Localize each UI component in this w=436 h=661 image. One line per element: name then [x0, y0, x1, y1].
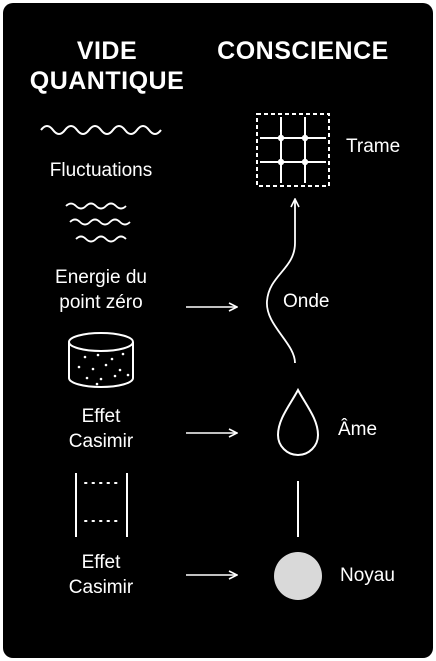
label-casimir-1-line-1: Effet	[81, 406, 121, 427]
diagram-card: VIDE QUANTIQUE CONSCIENCE Fluctuations E…	[3, 3, 433, 658]
title-vide-quantique: VIDE QUANTIQUE	[11, 36, 203, 96]
circle-icon	[274, 552, 322, 600]
label-effet-casimir-2: Effet Casimir	[6, 550, 196, 600]
parallel-plates-icon	[75, 473, 128, 537]
label-noyau: Noyau	[340, 565, 395, 586]
title-left-line-1: VIDE	[76, 37, 138, 65]
label-effet-casimir-1: Effet Casimir	[6, 404, 196, 454]
label-energie-line-2: point zéro	[59, 292, 143, 313]
cylinder-dots-icon	[68, 332, 134, 388]
label-fluctuations: Fluctuations	[6, 158, 196, 183]
label-casimir-2-line-2: Casimir	[68, 577, 134, 598]
grid-lattice-icon	[256, 113, 330, 187]
label-casimir-1-line-2: Casimir	[68, 431, 134, 452]
label-fluctuations-line-1: Fluctuations	[49, 160, 153, 181]
label-casimir-2-line-1: Effet	[81, 552, 121, 573]
single-wave-icon	[40, 125, 162, 135]
title-right-line: CONSCIENCE	[217, 37, 389, 65]
label-trame: Trame	[346, 136, 401, 157]
label-onde: Onde	[283, 291, 330, 312]
label-energie-line-1: Energie du	[55, 267, 147, 288]
wave-line-icon	[266, 199, 295, 364]
label-ame: Âme	[338, 419, 378, 440]
title-conscience: CONSCIENCE	[203, 36, 403, 66]
title-left-line-2: QUANTIQUE	[29, 67, 185, 95]
droplet-icon	[276, 387, 320, 456]
label-energie-point-zero: Energie du point zéro	[6, 265, 196, 315]
diagram-graphics	[40, 113, 330, 600]
triple-wave-icon	[65, 202, 131, 243]
